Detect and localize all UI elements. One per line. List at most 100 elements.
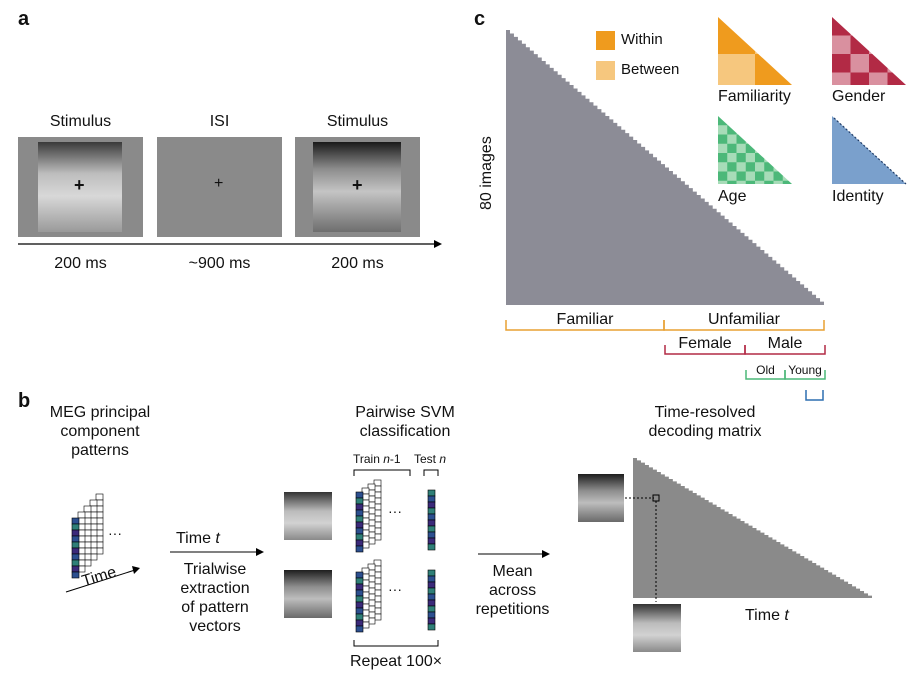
model-cell bbox=[755, 180, 765, 184]
model-cell bbox=[736, 171, 747, 182]
panel-label-a: a bbox=[18, 8, 30, 30]
model-cell bbox=[745, 143, 756, 154]
fixation-cross: + bbox=[352, 175, 363, 195]
model-cell bbox=[745, 162, 756, 172]
male-face-thumbnail bbox=[284, 570, 332, 618]
stimulus-1-duration: 200 ms bbox=[54, 255, 107, 272]
stimulus-1-screen: + bbox=[18, 137, 143, 237]
time-t-label: Time t bbox=[176, 530, 220, 547]
stimulus-2-label: Stimulus bbox=[326, 113, 389, 130]
model-cell bbox=[718, 116, 728, 126]
panel-label-c: c bbox=[474, 8, 486, 30]
female-face-thumbnail bbox=[633, 604, 681, 652]
mean-text: Mean across repetitions bbox=[470, 562, 555, 619]
pattern-cell bbox=[427, 623, 436, 631]
model-cell bbox=[773, 180, 784, 184]
model-cell bbox=[869, 72, 888, 85]
decoding-matrix-title: Time-resolved decoding matrix bbox=[620, 403, 790, 441]
model-cell bbox=[718, 180, 728, 184]
model-cell bbox=[745, 180, 756, 184]
fixation-cross: + bbox=[214, 175, 224, 192]
panel-label-b: b bbox=[18, 390, 31, 412]
model-cell bbox=[832, 54, 851, 73]
group-unfamiliar-label: Unfamiliar bbox=[707, 311, 780, 328]
model-cell bbox=[764, 171, 774, 182]
model-cell bbox=[745, 171, 756, 182]
svm-ellipsis: ··· bbox=[388, 581, 402, 597]
male-face-thumbnail bbox=[578, 474, 624, 522]
train-label: Train n-1 bbox=[353, 452, 401, 466]
isi-label: ISI bbox=[209, 113, 230, 130]
repeat-label: Repeat 100× bbox=[350, 653, 443, 670]
bracket-identity bbox=[805, 390, 824, 401]
svm-title-line: classification bbox=[359, 423, 451, 440]
pattern-cell bbox=[427, 543, 436, 551]
pattern-cell bbox=[355, 625, 364, 633]
model-cell bbox=[718, 162, 728, 172]
model-cell bbox=[718, 125, 728, 135]
svm-ellipsis: ··· bbox=[388, 503, 402, 519]
stimulus-2-screen: + bbox=[295, 137, 420, 237]
fixation-cross: + bbox=[74, 175, 85, 195]
extraction-line: of pattern bbox=[181, 599, 249, 616]
legend-between-swatch bbox=[596, 61, 615, 80]
pattern-cell bbox=[355, 545, 364, 553]
isi-screen: + bbox=[157, 137, 282, 237]
group-young-label: Young bbox=[788, 363, 822, 377]
female-face-thumbnail bbox=[284, 492, 332, 540]
bracket-unfamiliar bbox=[663, 320, 825, 331]
mean-line: repetitions bbox=[475, 601, 550, 618]
group-old-label: Old bbox=[756, 363, 775, 377]
matrix-title-line: Time-resolved bbox=[654, 404, 756, 421]
mean-line: Mean bbox=[492, 563, 533, 580]
model-cell bbox=[727, 171, 737, 182]
model-cell bbox=[718, 171, 728, 182]
model-cell bbox=[736, 143, 747, 154]
model-cell bbox=[764, 180, 774, 184]
male-face-image bbox=[313, 142, 401, 232]
model-cell bbox=[755, 171, 765, 182]
meg-title-line: patterns bbox=[71, 442, 129, 459]
model-cell bbox=[727, 143, 737, 154]
svm-title: Pairwise SVM classification bbox=[335, 403, 475, 441]
group-male-label: Male bbox=[767, 335, 803, 352]
model-cell bbox=[745, 153, 756, 163]
svm-title-line: Pairwise SVM bbox=[355, 404, 455, 421]
group-female-label: Female bbox=[678, 335, 732, 352]
pattern-cell bbox=[71, 571, 80, 579]
isi-duration: ~900 ms bbox=[188, 255, 251, 272]
test-label: Test n bbox=[414, 452, 447, 466]
model-age-label: Age bbox=[718, 188, 747, 205]
mean-line: across bbox=[488, 582, 537, 599]
model-cell bbox=[727, 162, 737, 172]
model-cell bbox=[736, 162, 747, 172]
model-cell bbox=[718, 143, 728, 154]
model-cell bbox=[718, 153, 728, 163]
model-cell bbox=[755, 162, 765, 172]
model-gender-label: Gender bbox=[832, 88, 886, 105]
model-cell bbox=[832, 72, 851, 85]
model-cell bbox=[850, 54, 870, 73]
legend-between-label: Between bbox=[621, 61, 680, 78]
model-cell bbox=[773, 171, 784, 182]
model-familiarity-label: Familiarity bbox=[718, 88, 791, 105]
model-identity-label: Identity bbox=[832, 188, 884, 205]
model-cell bbox=[727, 153, 737, 163]
female-face-image bbox=[38, 142, 122, 232]
model-cell bbox=[764, 162, 774, 172]
model-cell bbox=[727, 180, 737, 184]
meg-title-line: MEG principal bbox=[49, 404, 151, 421]
bracket-male bbox=[744, 345, 826, 355]
model-cell bbox=[832, 35, 851, 55]
model-cell bbox=[850, 72, 870, 85]
model-cell bbox=[782, 180, 792, 184]
stimulus-1-label: Stimulus bbox=[49, 113, 112, 130]
model-cell bbox=[718, 54, 756, 85]
